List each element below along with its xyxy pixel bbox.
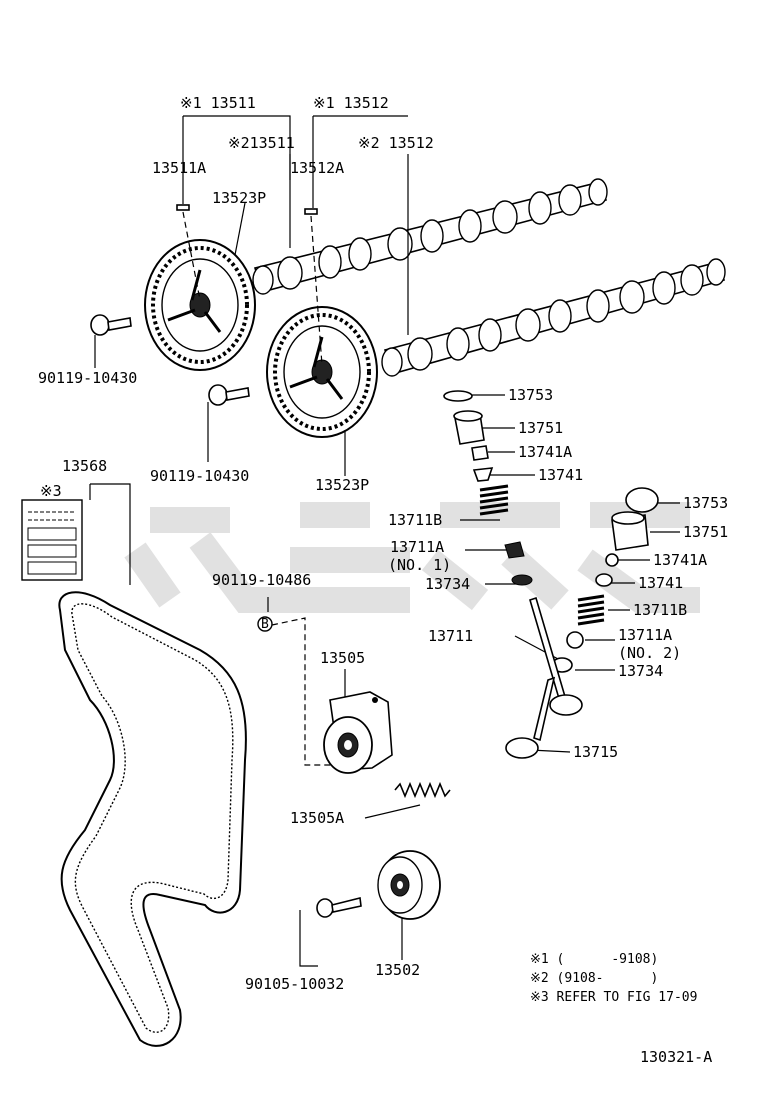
tension-spring-13505A	[394, 781, 451, 799]
label-v1-13741: 13741	[538, 466, 583, 484]
label-v2-13741a: 13741A	[653, 551, 707, 569]
reference-card	[21, 499, 83, 581]
label-c1-13511: ※1 13511	[180, 94, 256, 112]
footnote-2: ※2 (9108- )	[530, 971, 658, 986]
label-c2-13512: ※2 13512	[358, 134, 434, 152]
label-v2-13734: 13734	[618, 662, 663, 680]
label-ref3: ※3	[40, 482, 62, 500]
label-v2-13715: 13715	[573, 743, 618, 761]
label-13512a: 13512A	[290, 159, 344, 177]
label-v1-13711b: 13711B	[388, 511, 442, 529]
label-13523p-bottom: 13523P	[315, 476, 369, 494]
cam-gear-lower	[266, 306, 378, 438]
valve-train-2	[505, 487, 659, 759]
label-c2-13511: ※213511	[228, 134, 295, 152]
bolt-icon	[208, 384, 250, 406]
bolt-icon	[90, 314, 132, 336]
valve-train-1	[443, 390, 533, 586]
label-v1-13741a: 13741A	[518, 443, 572, 461]
camshaft-2	[381, 258, 726, 377]
knock-pin-13511A	[176, 204, 190, 211]
camshaft-1	[252, 178, 608, 295]
label-bolt-90105-10032: 90105-10032	[245, 975, 344, 993]
label-c1-13512: ※1 13512	[313, 94, 389, 112]
label-v2-13753: 13753	[683, 494, 728, 512]
label-v1-13734: 13734	[425, 575, 470, 593]
label-v1-13711a: 13711A	[390, 538, 444, 556]
label-v2-13741: 13741	[638, 574, 683, 592]
part-labels: ※1 13511 ※1 13512 ※213511 ※2 13512 13511…	[38, 94, 728, 993]
label-v2-13711: 13711	[428, 627, 473, 645]
label-13505: 13505	[320, 649, 365, 667]
label-v1-13751: 13751	[518, 419, 563, 437]
footnote-1: ※1 ( -9108)	[530, 952, 658, 967]
tensioner-pulley-13505	[323, 691, 393, 774]
cam-gear-upper	[144, 239, 256, 371]
label-13505a: 13505A	[290, 809, 344, 827]
leader-lines	[89, 115, 680, 967]
bolt-icon	[316, 897, 362, 918]
label-bolt-90119-10486: 90119-10486	[212, 571, 311, 589]
timing-belt	[58, 591, 247, 1047]
reference-marker-b	[257, 616, 273, 632]
figure-id: 130321-A	[640, 1048, 712, 1066]
label-circle-b: B	[261, 617, 269, 632]
label-v1-13753: 13753	[508, 386, 553, 404]
label-v2-13711a: 13711A	[618, 626, 672, 644]
label-13568: 13568	[62, 457, 107, 475]
footnote-3: ※3 REFER TO FIG 17-09	[530, 990, 697, 1005]
label-v1-no1: (NO. 1)	[388, 556, 451, 574]
label-13502: 13502	[375, 961, 420, 979]
label-bolt-90119-10430-a: 90119-10430	[38, 369, 137, 387]
label-13523p-top: 13523P	[212, 189, 266, 207]
label-v2-13711b: 13711B	[633, 601, 687, 619]
idler-pulley-13502	[377, 850, 441, 920]
label-13511a: 13511A	[152, 159, 206, 177]
footnotes: ※1 ( -9108) ※2 (9108- ) ※3 REFER TO FIG …	[530, 952, 697, 1005]
label-bolt-90119-10430-b: 90119-10430	[150, 467, 249, 485]
label-v2-no2: (NO. 2)	[618, 644, 681, 662]
label-v2-13751: 13751	[683, 523, 728, 541]
knock-pin-13512A	[304, 208, 318, 215]
